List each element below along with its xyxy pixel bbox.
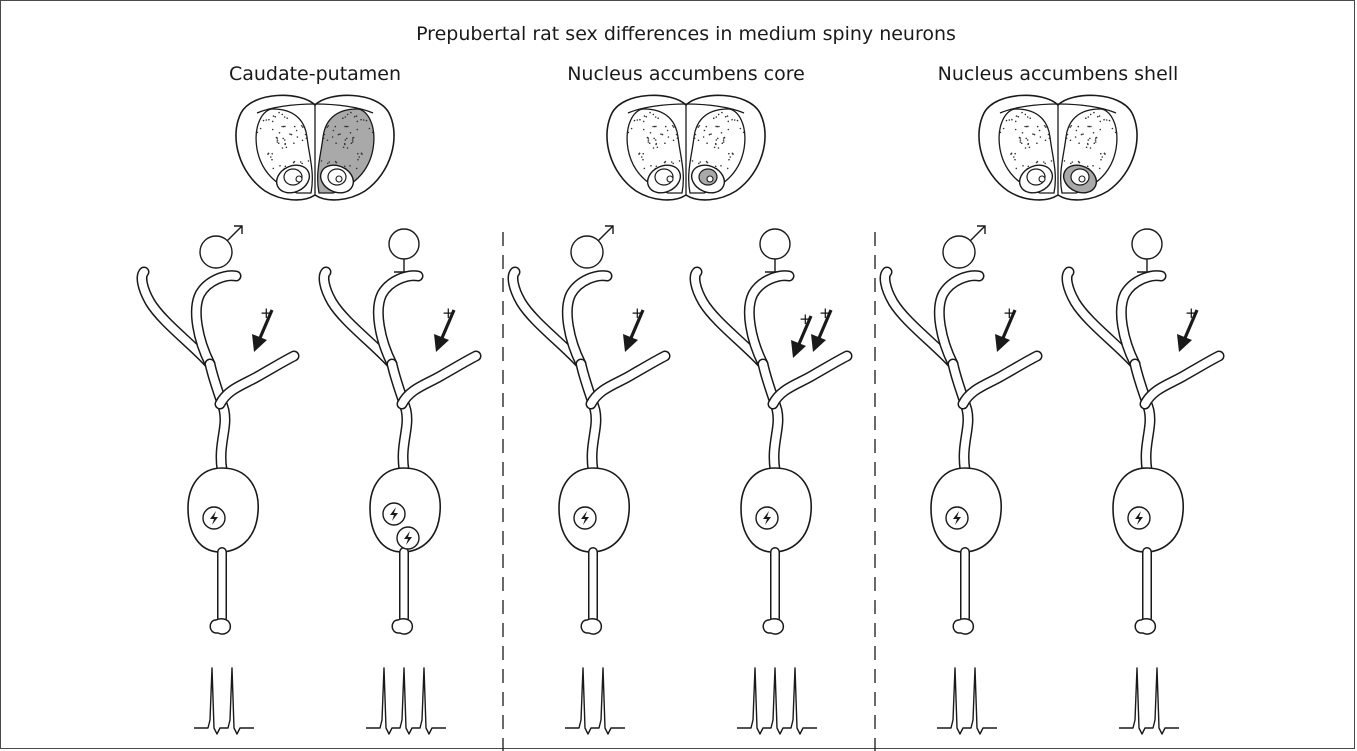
arrow-icon: + — [791, 310, 812, 358]
region-label: Nucleus accumbens core — [567, 63, 805, 85]
male-symbol-icon — [943, 226, 985, 268]
figure-title: Prepubertal rat sex differences in mediu… — [416, 23, 956, 45]
input-sign: + — [442, 304, 455, 322]
neuron: + — [885, 272, 1037, 734]
anterior-commissure-right — [707, 176, 713, 182]
anterior-commissure-left — [667, 176, 673, 182]
neuron-soma — [741, 468, 811, 552]
brain-section — [979, 95, 1137, 200]
action-potential-trace — [565, 668, 625, 734]
arrow-icon: + — [623, 304, 644, 352]
brain-section — [607, 95, 765, 200]
neuron: + — [324, 272, 476, 734]
action-potential-trace — [937, 668, 997, 734]
group-female: ++ — [695, 229, 847, 734]
action-potential-trace — [194, 668, 254, 734]
axon-terminal — [763, 619, 783, 634]
anterior-commissure-left — [1039, 176, 1045, 182]
brain-section — [236, 95, 394, 200]
anterior-commissure-left — [296, 176, 302, 182]
axon-terminal — [1135, 619, 1155, 634]
arrow-icon: + — [434, 304, 455, 352]
region-label: Caudate-putamen — [229, 63, 401, 85]
male-symbol-icon — [571, 226, 613, 268]
group-male: + — [885, 226, 1037, 734]
lightning-bolt-icon — [756, 507, 778, 529]
axon-terminal — [210, 619, 230, 634]
neuron-soma — [1113, 468, 1183, 552]
input-sign: + — [1003, 304, 1016, 322]
group-female: + — [1067, 229, 1219, 734]
arrow-icon: + — [1177, 304, 1198, 352]
axon-terminal — [581, 619, 601, 634]
input-sign: + — [819, 304, 832, 322]
axon-terminal — [953, 619, 973, 634]
lightning-bolt-icon — [1128, 507, 1150, 529]
lightning-bolt-icon — [203, 507, 225, 529]
action-potential-trace — [366, 668, 446, 734]
panel-1: Caudate-putamen + + — [142, 63, 476, 734]
arrow-icon: + — [252, 304, 273, 352]
panels: Caudate-putamen++Nucleus accumbens core+… — [142, 63, 1219, 734]
lightning-bolt-icon — [397, 527, 419, 549]
anterior-commissure-right — [1079, 176, 1085, 182]
input-sign: + — [799, 310, 812, 328]
group-male: + — [142, 226, 294, 734]
neuron: + — [142, 272, 294, 734]
input-sign: + — [631, 304, 644, 322]
neuron-soma — [188, 468, 258, 552]
action-potential-trace — [737, 668, 817, 734]
region-label: Nucleus accumbens shell — [938, 63, 1179, 85]
anterior-commissure-right — [336, 176, 342, 182]
neuron: ++ — [695, 272, 847, 734]
axon-terminal — [392, 619, 412, 634]
lightning-bolt-icon — [574, 507, 596, 529]
neuron-soma — [931, 468, 1001, 552]
panel-3: Nucleus accumbens shell + + — [885, 63, 1219, 734]
neuron: + — [1067, 272, 1219, 734]
group-male: + — [513, 226, 665, 734]
input-sign: + — [1185, 304, 1198, 322]
neuron: + — [513, 272, 665, 734]
action-potential-trace — [1119, 668, 1179, 734]
lightning-bolt-icon — [946, 507, 968, 529]
male-symbol-icon — [200, 226, 242, 268]
input-sign: + — [260, 304, 273, 322]
panel-2: Nucleus accumbens core+++ — [513, 63, 847, 734]
arrow-icon: + — [811, 304, 832, 352]
lightning-bolt-icon — [383, 503, 405, 525]
arrow-icon: + — [995, 304, 1016, 352]
group-female: + — [324, 229, 476, 734]
neuron-soma — [559, 468, 629, 552]
